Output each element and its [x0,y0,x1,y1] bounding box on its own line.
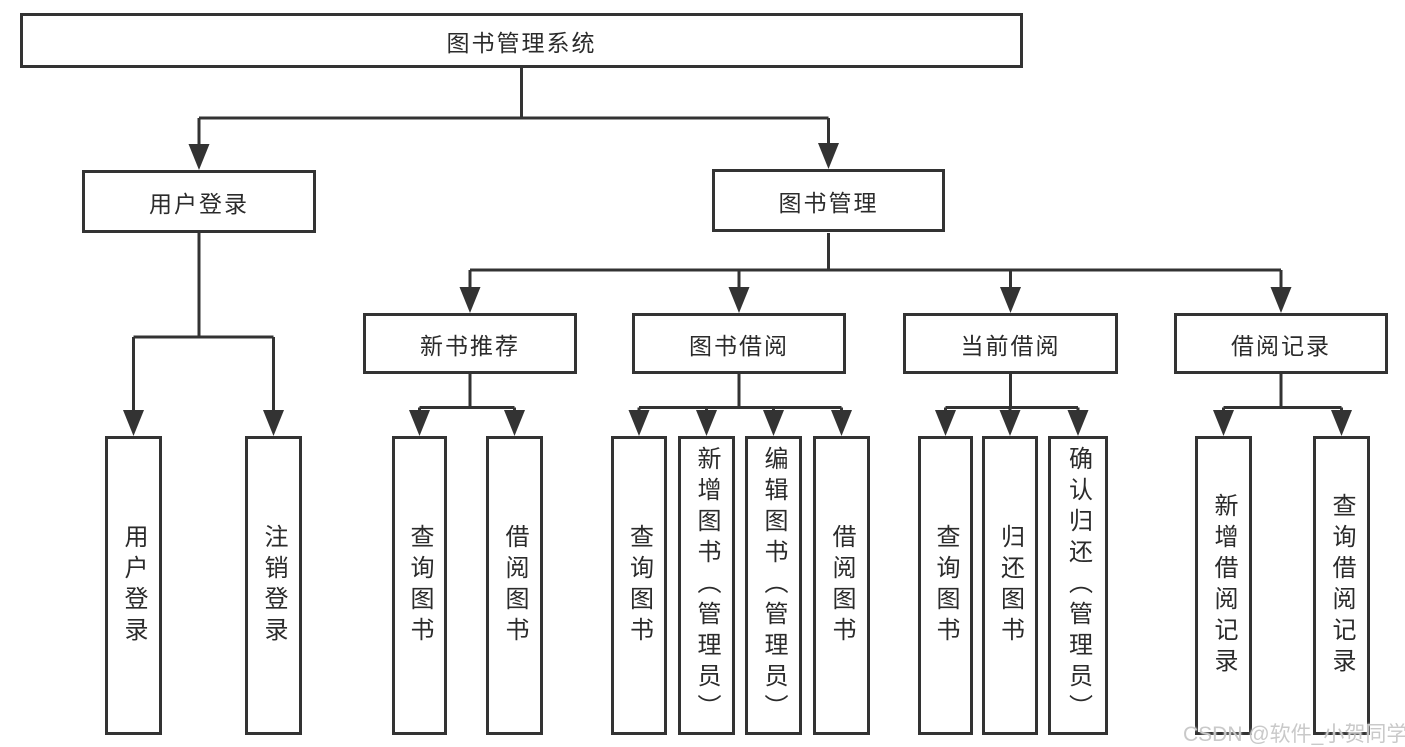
arrow-down-icon [935,410,956,436]
leaf-records-query-borrow-record-label: 查询借阅记录 [1328,492,1355,679]
arrow-down-icon [818,143,839,169]
node-root-label: 图书管理系统 [446,29,597,56]
arrow-down-icon [123,410,144,436]
arrow-down-icon [1067,410,1089,436]
leaf-records-add-borrow-record: 新增借阅记录 [1195,436,1252,735]
leaf-current-query-books-label: 查询图书 [932,523,959,648]
leaf-newbook-borrow-books: 借阅图书 [486,436,543,735]
leaf-records-query-borrow-record: 查询借阅记录 [1313,436,1370,735]
leaf-borrowing-add-books-admin-label: 新增图书（管理员） [693,446,720,725]
leaf-records-add-borrow-record-label: 新增借阅记录 [1210,492,1237,679]
leaf-borrowing-borrow-books: 借阅图书 [813,436,870,735]
csdn-watermark: CSDN @软件_小贺同学 [1183,723,1405,746]
leaf-newbook-query-books: 查询图书 [392,436,447,735]
leaf-borrowing-query-books-label: 查询图书 [625,523,653,648]
arrow-down-icon [1270,287,1292,313]
node-borrow-records: 借阅记录 [1174,313,1388,374]
arrow-down-icon [763,410,784,436]
leaf-user-login-label: 用户登录 [120,523,147,648]
arrow-down-icon [459,287,481,313]
node-new-book-recommend: 新书推荐 [363,313,577,374]
leaf-borrowing-edit-books-admin-label: 编辑图书（管理员） [760,446,787,725]
leaf-logout-label: 注销登录 [260,523,287,648]
leaf-current-query-books: 查询图书 [918,436,973,735]
node-book-management-label: 图书管理 [778,189,879,216]
node-user-login: 用户登录 [82,170,316,233]
leaf-current-confirm-return-admin: 确认归还（管理员） [1048,436,1108,735]
connector-user-login-children [123,233,284,436]
node-user-login-label: 用户登录 [149,190,249,217]
leaf-user-login: 用户登录 [105,436,162,735]
connector-book-borrowing-children [628,374,852,436]
connector-new-book-children [409,374,525,436]
leaf-borrowing-borrow-books-label: 借阅图书 [828,523,855,648]
leaf-current-confirm-return-admin-label: 确认归还（管理员） [1064,446,1092,725]
arrow-down-icon [263,410,284,436]
arrow-down-icon [999,410,1021,436]
leaf-borrowing-query-books: 查询图书 [611,436,667,735]
arrow-down-icon [1331,410,1352,436]
leaf-current-return-books-label: 归还图书 [996,523,1024,648]
node-book-borrowing: 图书借阅 [632,313,846,374]
node-book-borrowing-label: 图书借阅 [689,332,789,359]
node-current-borrowing: 当前借阅 [903,313,1118,374]
leaf-borrowing-edit-books-admin: 编辑图书（管理员） [745,436,802,735]
leaf-logout: 注销登录 [245,436,302,735]
arrow-down-icon [1213,410,1234,436]
arrow-down-icon [831,410,852,436]
connector-current-borrowing-children [935,374,1089,436]
arrow-down-icon [696,410,717,436]
node-current-borrowing-label: 当前借阅 [960,332,1061,359]
connector-root-children [188,68,839,170]
node-root: 图书管理系统 [20,13,1023,68]
arrow-down-icon [409,410,430,436]
leaf-borrowing-add-books-admin: 新增图书（管理员） [678,436,735,735]
arrow-down-icon [188,144,210,170]
arrow-down-icon [728,287,750,313]
arrow-down-icon [628,410,650,436]
arrow-down-icon [504,410,525,436]
connector-borrow-records-children [1213,374,1352,436]
leaf-newbook-borrow-books-label: 借阅图书 [501,523,528,648]
node-borrow-records-label: 借阅记录 [1231,332,1331,359]
node-book-management: 图书管理 [712,169,945,232]
leaf-current-return-books: 归还图书 [982,436,1038,735]
node-new-book-recommend-label: 新书推荐 [420,332,520,359]
connector-book-management-children [459,233,1292,313]
arrow-down-icon [1000,287,1021,313]
leaf-newbook-query-books-label: 查询图书 [406,523,433,648]
